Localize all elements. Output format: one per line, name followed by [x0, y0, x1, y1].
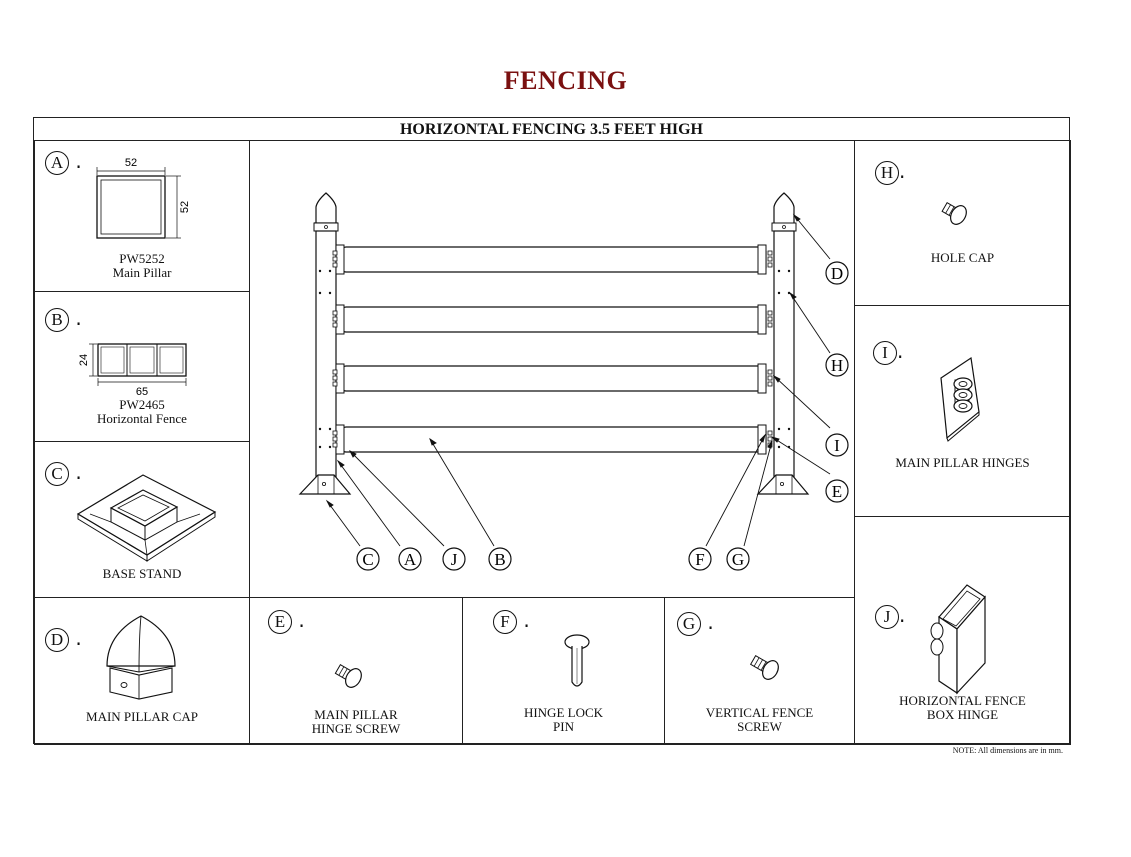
part-d-letter: D .: [45, 626, 82, 652]
page-title: FENCING: [503, 66, 628, 95]
part-a-dim-height: 52: [179, 201, 191, 213]
part-b-dim-width: 65: [136, 386, 148, 398]
part-g-name-line2: SCREW: [737, 719, 782, 734]
callout-d: D: [831, 264, 843, 283]
callout-c: C: [362, 550, 373, 569]
horizontal-fence-profile-drawing: 65 24: [78, 343, 187, 398]
callout-f: F: [695, 550, 704, 569]
part-h-name: HOLE CAP: [930, 250, 995, 265]
part-a-name: Main Pillar: [112, 265, 172, 280]
part-h-letter: H.: [875, 159, 905, 185]
callout-g: G: [732, 550, 744, 569]
part-h-cell: H. HOLE CAP: [854, 140, 1071, 306]
callout-j: J: [451, 550, 458, 569]
base-stand-drawing: [76, 474, 217, 562]
hole-cap-drawing: [941, 201, 967, 225]
main-pillar-cap-drawing: [106, 615, 176, 700]
hinge-screw-drawing: [334, 663, 362, 688]
part-b-cell: B . 65 24 PW2465 Horizontal Fence: [34, 291, 250, 442]
part-c-cell: C . BASE STAND: [34, 441, 250, 598]
part-e-cell: E . MAIN PILLAR HINGE SCREW: [249, 597, 463, 745]
part-d-name: MAIN PILLAR CAP: [86, 709, 198, 724]
part-g-letter: G .: [677, 610, 714, 636]
right-pillar: [756, 192, 810, 495]
part-g-cell: G . VERTICAL FENCE SCREW: [664, 597, 855, 745]
part-d-cell: D . MAIN PILLAR CAP: [34, 597, 250, 745]
main-pillar-hinges-drawing: [940, 356, 980, 442]
part-b-code: PW2465: [119, 397, 165, 412]
left-pillar: [298, 192, 352, 495]
callouts-bottom: C A J B F G: [356, 547, 750, 571]
part-j-cell: J. HORIZONTAL FENCE BOX HINGE: [854, 516, 1071, 745]
part-j-name-line2: BOX HINGE: [926, 707, 999, 722]
callout-i: I: [834, 436, 840, 455]
fence-assembly-drawing: C A J B F G D H I E: [298, 192, 849, 571]
callout-e: E: [832, 482, 842, 501]
part-f-cell: F . HINGE LOCK PIN: [462, 597, 665, 745]
part-i-name: MAIN PILLAR HINGES: [895, 455, 1030, 470]
drawing-sheet: HORIZONTAL FENCING 3.5 FEET HIGH A . 52 …: [33, 117, 1071, 745]
part-a-code: PW5252: [119, 251, 165, 266]
callout-h: H: [831, 356, 843, 375]
part-j-letter: J.: [875, 603, 905, 629]
box-hinge-drawing: [930, 584, 986, 695]
part-f-name-line2: PIN: [553, 719, 574, 734]
part-c-letter: C .: [45, 460, 82, 486]
part-e-name-line2: HINGE SCREW: [311, 721, 401, 736]
part-b-letter: B .: [45, 306, 82, 332]
leader-lines: [325, 213, 831, 547]
callout-b: B: [494, 550, 505, 569]
part-e-name-line1: MAIN PILLAR: [314, 707, 398, 722]
part-a-cell: A . 52 52 PW5252 Main Pillar: [34, 140, 250, 292]
horizontal-rails: [332, 244, 773, 455]
callouts-right: D H I E: [825, 261, 849, 503]
part-b-name: Horizontal Fence: [97, 411, 187, 426]
hinge-lock-pin-drawing: [564, 634, 590, 687]
main-pillar-profile-drawing: 52 52: [96, 157, 191, 239]
sheet-title: HORIZONTAL FENCING 3.5 FEET HIGH: [34, 118, 1069, 141]
part-i-cell: I. MAIN PILLAR HINGES: [854, 305, 1071, 517]
part-a-letter: A .: [45, 149, 82, 175]
part-c-name: BASE STAND: [102, 566, 182, 581]
part-b-dim-height: 24: [78, 354, 90, 366]
callout-a: A: [404, 550, 417, 569]
part-j-name-line1: HORIZONTAL FENCE: [899, 693, 1026, 708]
assembly-cell: C A J B F G D H I E: [249, 140, 855, 598]
part-a-dim-width: 52: [125, 157, 137, 169]
part-g-name-line1: VERTICAL FENCE: [705, 705, 814, 720]
part-f-letter: F .: [493, 608, 530, 634]
part-f-name-line1: HINGE LOCK: [523, 705, 604, 720]
dimensions-note: NOTE: All dimensions are in mm.: [952, 746, 1063, 755]
part-i-letter: I.: [873, 339, 903, 365]
part-e-letter: E .: [268, 608, 305, 634]
vertical-fence-screw-drawing: [749, 654, 779, 680]
